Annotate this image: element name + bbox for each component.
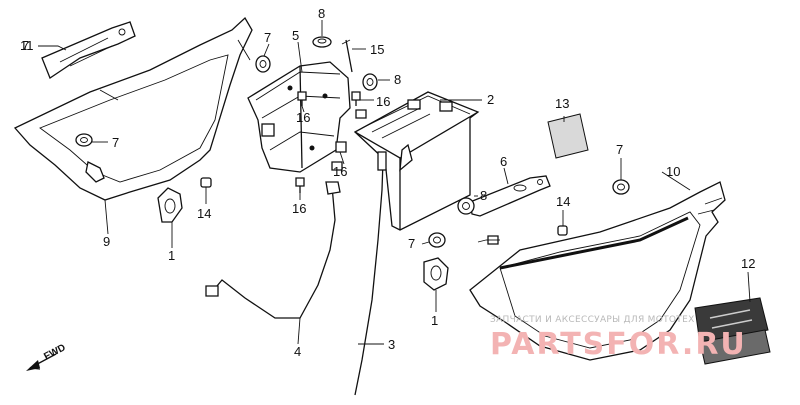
part-label: 4 — [294, 344, 301, 359]
collar-14-left — [200, 177, 212, 188]
battery-bracket-5 — [247, 61, 351, 173]
bracket-11 — [41, 21, 136, 79]
bolt-16-b — [351, 91, 361, 106]
fwd-label: FWD — [42, 342, 67, 362]
part-label: 9 — [103, 234, 110, 249]
part-label: 16 — [376, 94, 390, 109]
part-label: 1 — [431, 313, 438, 328]
part-label: 8 — [318, 6, 325, 21]
left-side-cover-9 — [13, 16, 253, 201]
part-label: 16 — [333, 164, 347, 179]
grommet-7-right — [612, 179, 630, 195]
part-label: 16 — [292, 201, 306, 216]
part-label: 7 — [22, 38, 29, 53]
right-side-cover-10 — [469, 181, 726, 361]
part-label: 8 — [480, 188, 487, 203]
part-label: 8 — [394, 72, 401, 87]
part-label: 14 — [197, 206, 211, 221]
grommet-7-left — [75, 133, 93, 147]
grommet-8-lower — [457, 197, 475, 215]
grommet-8-mid — [362, 73, 378, 91]
part-label: 10 — [666, 164, 680, 179]
collar-14-right — [557, 225, 568, 236]
grommet-7-bracket — [255, 55, 271, 73]
bolt-16-a — [297, 91, 307, 106]
forward-indicator: FWD — [26, 342, 68, 371]
battery-cable-4 — [205, 181, 341, 319]
part-label: 7 — [616, 142, 623, 157]
watermark: ЗАПЧАСТИ И АКСЕССУАРЫ ДЛЯ МОТОТЕХ PARTSF… — [490, 315, 747, 362]
grommet-1-left — [157, 187, 183, 223]
part-label: 7 — [408, 236, 415, 251]
part-label: 2 — [487, 92, 494, 107]
part-label: 6 — [500, 154, 507, 169]
grommet-7-center — [428, 232, 446, 248]
part-label: 12 — [741, 256, 755, 271]
bolt-16-c — [295, 177, 305, 193]
part-label: 1 — [168, 248, 175, 263]
part-label: 7 — [112, 135, 119, 150]
part-label: 5 — [292, 28, 299, 43]
grommet-1-center — [423, 257, 449, 291]
part-label: 13 — [555, 96, 569, 111]
washer-8-top — [312, 36, 332, 48]
caution-label-13 — [547, 113, 589, 159]
part-labels: 7 16 11 7 9 1 14 7 8 5 15 8 16 16 16 16 … — [20, 6, 755, 359]
watermark-brand: PARTSFOR.RU — [490, 327, 747, 362]
breather-tube-3 — [354, 151, 387, 396]
leader-lines — [38, 20, 751, 345]
part-label: 14 — [556, 194, 570, 209]
part-label: 7 — [264, 30, 271, 45]
emblem-12 — [694, 297, 771, 365]
battery-2 — [353, 91, 480, 231]
bracket-6 — [469, 175, 551, 217]
bolt-16-d — [486, 235, 500, 245]
part-label: 16 — [296, 110, 310, 125]
pin-15 — [341, 39, 353, 73]
watermark-tagline: ЗАПЧАСТИ И АКСЕССУАРЫ ДЛЯ МОТОТЕХ — [490, 315, 695, 325]
part-label: 15 — [370, 42, 384, 57]
bolt-near-battery — [331, 109, 367, 171]
part-label: 11 — [20, 38, 34, 53]
part-label: 3 — [388, 337, 395, 352]
